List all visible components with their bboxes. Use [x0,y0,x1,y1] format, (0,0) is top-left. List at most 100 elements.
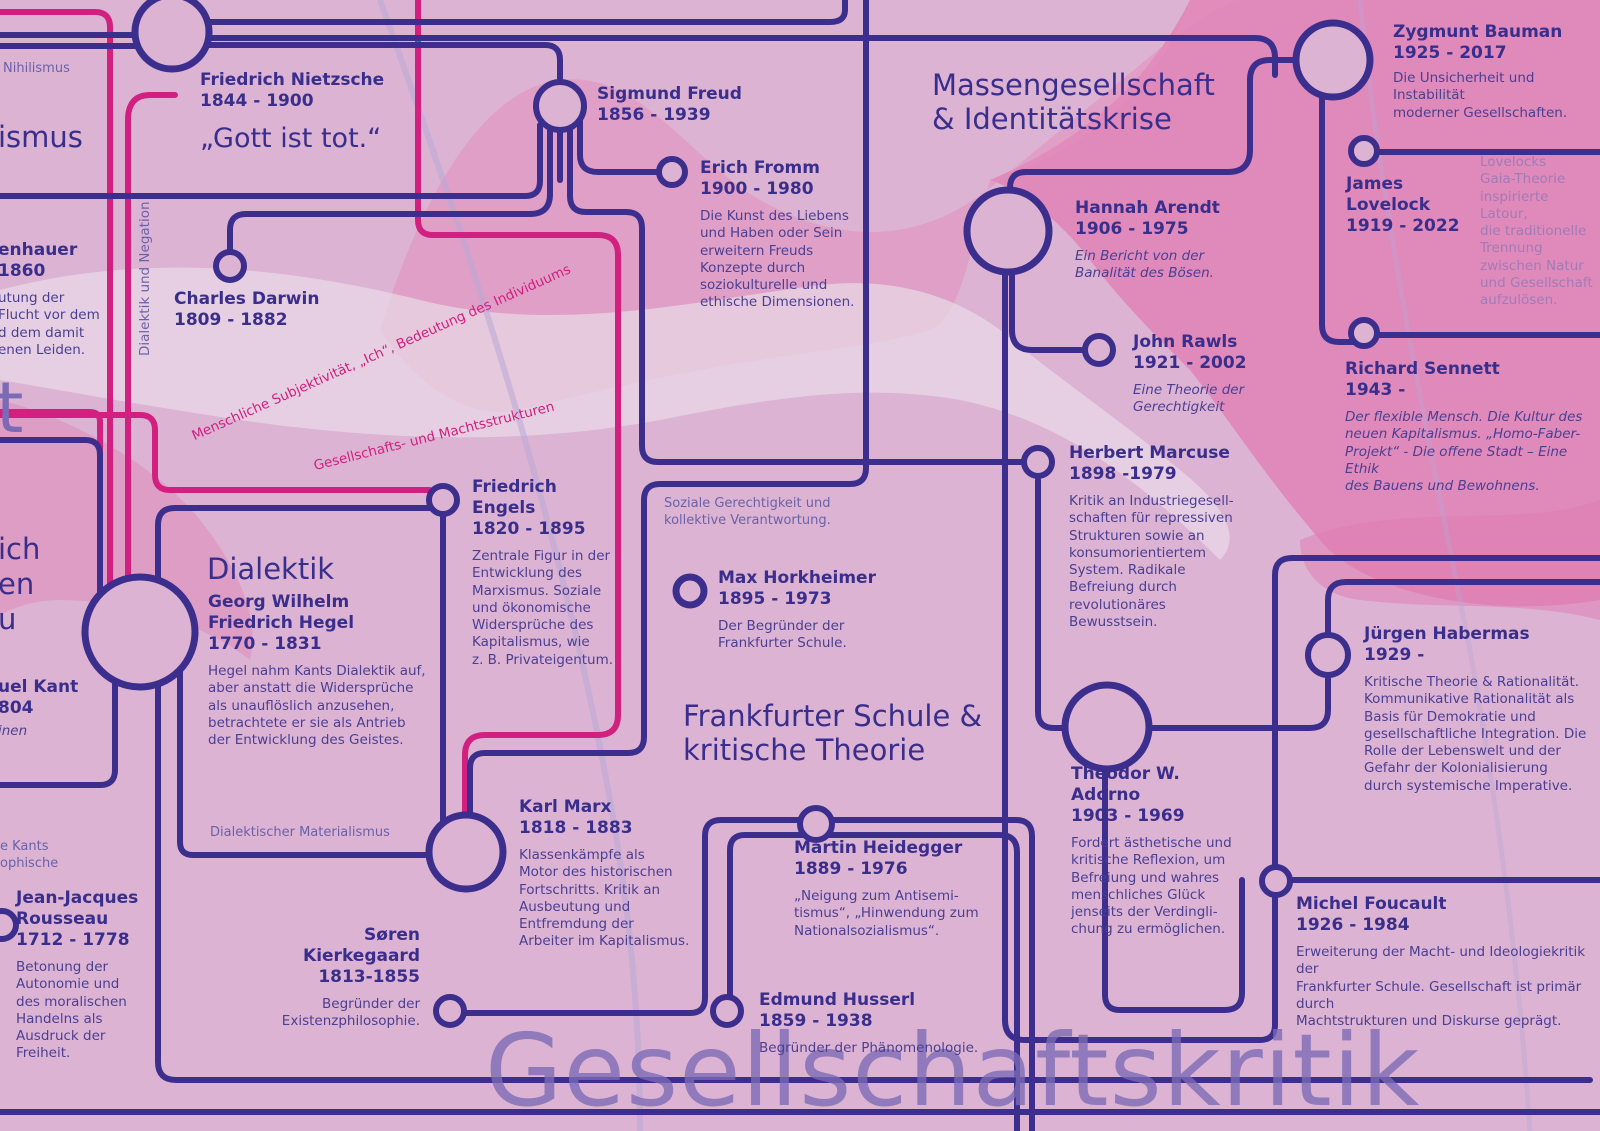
line-kierkegaard-heidegger [447,817,1035,1131]
line-marcuse-adorno [1035,477,1108,731]
name: Charles Darwin [174,289,320,309]
label-dialektischer-materialismus: Dialektischer Materialismus [210,825,390,840]
heading-partial-words: ich en u [0,532,41,636]
station-husserl [710,994,744,1028]
name: Karl Marx [519,797,612,817]
description: Die Kunst des Liebens und Haben oder Sei… [700,208,855,311]
years: 1856 - 1939 [597,105,711,125]
name: Martin Heidegger [794,838,963,858]
person-lovelock-desc: Lovelocks Gaia-Theorie inspirierte Latou… [1480,154,1600,310]
stations [0,0,1380,1028]
station-lovelock [1348,135,1380,167]
years: 1943 - [1345,380,1406,400]
heading-dialektik: Dialektik [207,552,335,586]
person-freud: Sigmund Freud 1856 - 1939 [597,84,742,126]
magenta-line-1 [0,9,113,593]
station-darwin [213,249,247,283]
name: Georg Wilhelm Friedrich Hegel [208,592,355,633]
watermark-gesellschaftskritik: Gesellschaftskritik [485,1012,1421,1129]
years: 1921 - 2002 [1133,353,1247,373]
name: Sigmund Freud [597,84,742,104]
years: 1860 [0,261,46,281]
name: Friedrich Nietzsche [200,70,385,90]
years: 1859 - 1938 [759,1011,873,1031]
label-kants-philosophische: e Kants ophische [0,839,59,871]
description: Fordert ästhetische und kritische Reflex… [1071,835,1232,938]
person-lovelock: James Lovelock 1919 - 2022 [1346,174,1460,237]
years: 1820 - 1895 [472,519,586,539]
person-rousseau: Jean-Jacques Rousseau 1712 - 1778 Betonu… [16,888,138,1063]
years: 1809 - 1882 [174,310,288,330]
years: 1712 - 1778 [16,930,130,950]
light-blob-band [0,267,1230,560]
years: 1926 - 1984 [1296,915,1410,935]
years: 1929 - [1364,645,1425,665]
light-arc [377,0,643,1131]
person-bauman: Zygmunt Bauman 1925 - 2017 Die Unsicherh… [1393,22,1600,122]
line-adorno-box [1102,757,1245,1013]
person-marcuse: Herbert Marcuse 1898 -1979 Kritik an Ind… [1069,443,1234,631]
label-nihilismus-small: Nihilismus [3,61,70,76]
station-rousseau [0,908,19,942]
person-rawls: John Rawls 1921 - 2002 Eine Theorie der … [1133,332,1247,417]
magenta-line-3 [0,412,433,493]
name: John Rawls [1133,332,1238,352]
years: 804 [0,698,34,718]
description: Ein Bericht von der Banalität des Bösen. [1075,248,1214,282]
name: Søren Kierkegaard [303,925,420,966]
magenta-lines [0,0,621,823]
station-arendt [963,186,1053,276]
years: 1919 - 2022 [1346,216,1460,236]
line-dialektik-box [155,505,1593,1083]
description: Betonung der Autonomie und des moralisch… [16,959,127,1062]
label-soziale-gerechtigkeit: Soziale Gerechtigkeit und kollektive Ver… [664,496,831,528]
light-arc-2 [1357,0,1533,1131]
years: 1844 - 1900 [200,91,314,111]
description: Zentrale Figur in der Entwicklung des Ma… [472,548,614,668]
station-kierkegaard [433,994,467,1028]
name: Friedrich Engels [472,477,557,518]
name: Jean-Jacques Rousseau [16,888,139,929]
description: Die Unsicherheit und Instabilität modern… [1393,70,1568,121]
description: Klassenkämpfe als Motor des historischen… [519,847,690,950]
description: Der flexible Mensch. Die Kultur des neue… [1345,409,1583,495]
person-husserl: Edmund Husserl 1859 - 1938 Begründer der… [759,990,978,1057]
name: Edmund Husserl [759,990,916,1010]
description: Lovelocks Gaia-Theorie inspirierte Latou… [1480,154,1593,309]
years: 1906 - 1975 [1075,219,1189,239]
station-heidegger [797,805,835,843]
station-marcuse [1021,445,1055,479]
person-marx: Karl Marx 1818 - 1883 Klassenkämpfe als … [519,797,689,951]
line-arendt-up [1007,57,1313,198]
person-kant: uel Kant 804 inen [0,677,78,740]
person-heidegger: Martin Heidegger 1889 - 1976 „Neigung zu… [794,838,979,940]
person-arendt: Hannah Arendt 1906 - 1975 Ein Bericht vo… [1075,198,1220,283]
name: Theodor W. Adorno [1071,764,1180,805]
person-darwin: Charles Darwin 1809 - 1882 [174,289,319,331]
line-kant-left [0,437,103,603]
line-top-short [177,0,848,25]
heading-massengesellschaft: Massengesellschaft & Identitätskrise [932,68,1215,136]
line-bauman-lovelock [1319,72,1363,345]
heading-partial-t: t [0,367,24,449]
name: Hannah Arendt [1075,198,1220,218]
station-fromm [656,156,688,188]
name: Max Horkheimer [718,568,876,588]
description: Kritik an Industriegesell- schaften für … [1069,493,1234,631]
description: Der Begründer der Frankfurter Schule. [718,618,847,652]
person-horkheimer: Max Horkheimer 1895 - 1973 Der Begründer… [718,568,876,653]
years: 1903 - 1969 [1071,806,1185,826]
line-hegel-left [0,637,118,788]
person-kierkegaard: Søren Kierkegaard 1813-1855 Begründer de… [265,925,420,1031]
line-darwin [227,122,553,268]
magenta-line-4 [125,92,178,593]
station-hegel [81,573,199,691]
heading-nihilismus: ismus [0,120,83,154]
years: 1770 - 1831 [208,634,322,654]
years: 1895 - 1973 [718,589,832,609]
station-engels [426,483,460,517]
station-foucault [1259,864,1293,898]
description: Begründer der Existenzphilosophie. [281,996,420,1030]
description: inen [0,723,28,739]
